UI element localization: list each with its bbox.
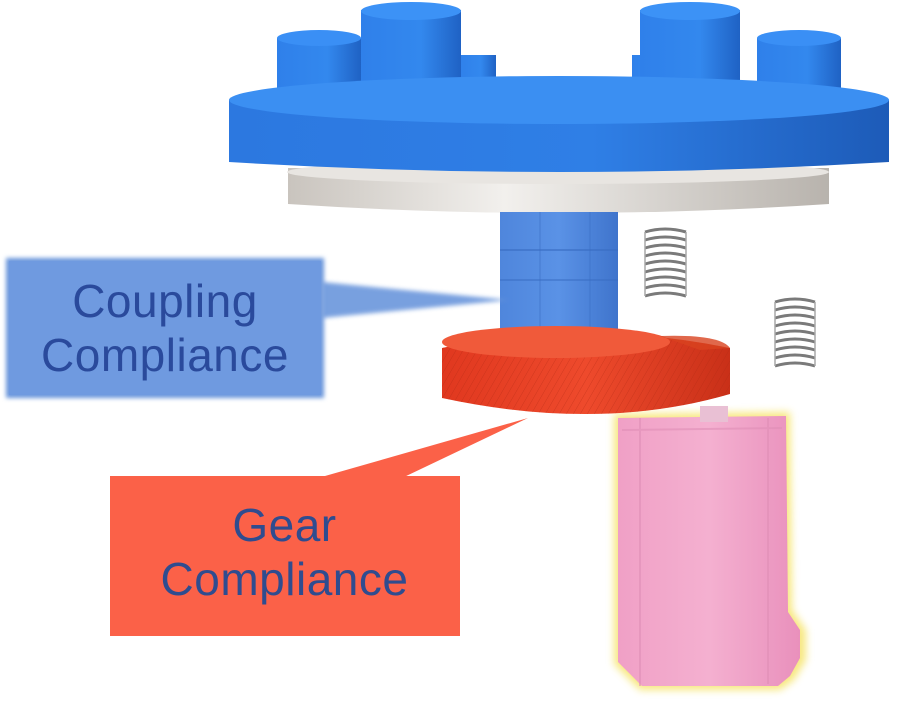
gear-callout [110,418,528,636]
peg [757,30,841,46]
coupling-label-line1: Coupling [72,275,258,327]
coupling-shaft [500,212,618,340]
coupling-label-line2: Compliance [41,329,289,382]
peg [277,30,361,46]
peg [640,2,740,20]
spur-gear [442,326,730,415]
spring-left [644,227,687,298]
coupling-callout [6,258,510,398]
blue-plate [229,76,889,172]
peg [361,2,461,20]
motor [614,406,806,690]
gear-label-line1: Gear [232,499,337,551]
coupling-compliance-label: Coupling Compliance [10,274,320,383]
spring-right [774,297,816,368]
gear-compliance-label: Gear Compliance [112,498,457,607]
gear-label-line2: Compliance [160,553,409,606]
